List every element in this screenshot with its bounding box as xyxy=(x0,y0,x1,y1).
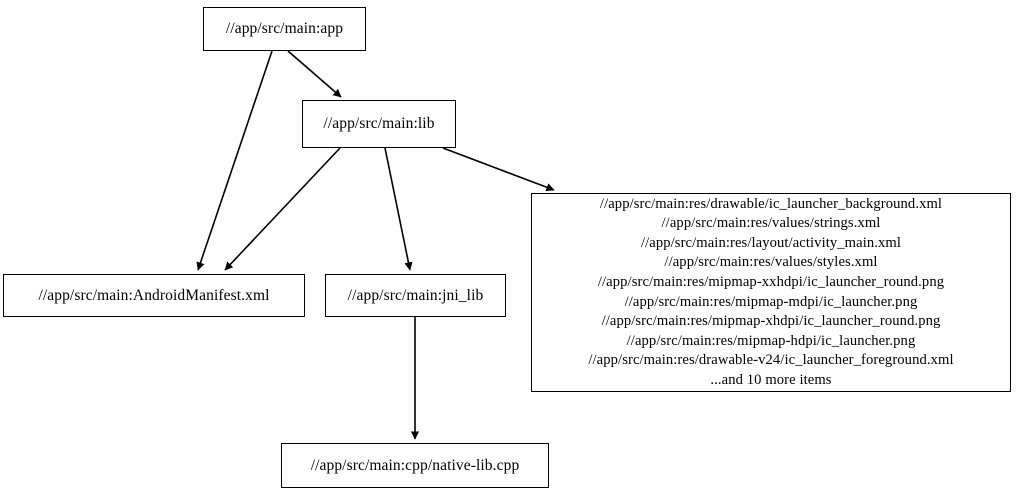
res-line-more-items: ...and 10 more items xyxy=(710,371,832,388)
res-line: //app/src/main:res/values/styles.xml xyxy=(664,254,878,271)
graph-node-native-lib-cpp[interactable]: //app/src/main:cpp/native-lib.cpp xyxy=(281,443,549,488)
graph-node-lib-label: //app/src/main:lib xyxy=(323,115,435,133)
graph-node-res-group-lines: //app/src/main:res/drawable/ic_launcher_… xyxy=(588,195,953,391)
graph-node-jni-lib[interactable]: //app/src/main:jni_lib xyxy=(325,274,506,317)
graph-node-native-lib-cpp-label: //app/src/main:cpp/native-lib.cpp xyxy=(310,456,520,474)
graph-node-app-label: //app/src/main:app xyxy=(225,20,344,38)
res-line: //app/src/main:res/values/strings.xml xyxy=(661,215,881,232)
res-line: //app/src/main:res/drawable-v24/ic_launc… xyxy=(588,352,954,369)
graph-node-android-manifest[interactable]: //app/src/main:AndroidManifest.xml xyxy=(3,274,305,317)
res-line: //app/src/main:res/mipmap-hdpi/ic_launch… xyxy=(626,332,916,349)
edge-app-to-lib xyxy=(287,50,342,98)
graph-node-android-manifest-label: //app/src/main:AndroidManifest.xml xyxy=(38,286,270,304)
res-line: //app/src/main:res/mipmap-mdpi/ic_launch… xyxy=(624,293,918,310)
graph-node-app[interactable]: //app/src/main:app xyxy=(203,7,366,51)
graph-node-res-group[interactable]: //app/src/main:res/drawable/ic_launcher_… xyxy=(531,193,1011,392)
edge-lib-to-manifest xyxy=(224,147,341,271)
res-line: //app/src/main:res/mipmap-xhdpi/ic_launc… xyxy=(601,313,941,330)
res-line: //app/src/main:res/mipmap-xxhdpi/ic_laun… xyxy=(597,273,945,290)
graph-node-jni-lib-label: //app/src/main:jni_lib xyxy=(347,286,484,304)
edge-lib-to-jnilib xyxy=(384,147,413,271)
res-line: //app/src/main:res/layout/activity_main.… xyxy=(640,234,902,251)
res-line: //app/src/main:res/drawable/ic_launcher_… xyxy=(599,195,943,212)
graph-node-lib[interactable]: //app/src/main:lib xyxy=(302,100,456,148)
edge-lib-to-res xyxy=(442,147,555,192)
edge-app-to-manifest xyxy=(196,50,273,271)
